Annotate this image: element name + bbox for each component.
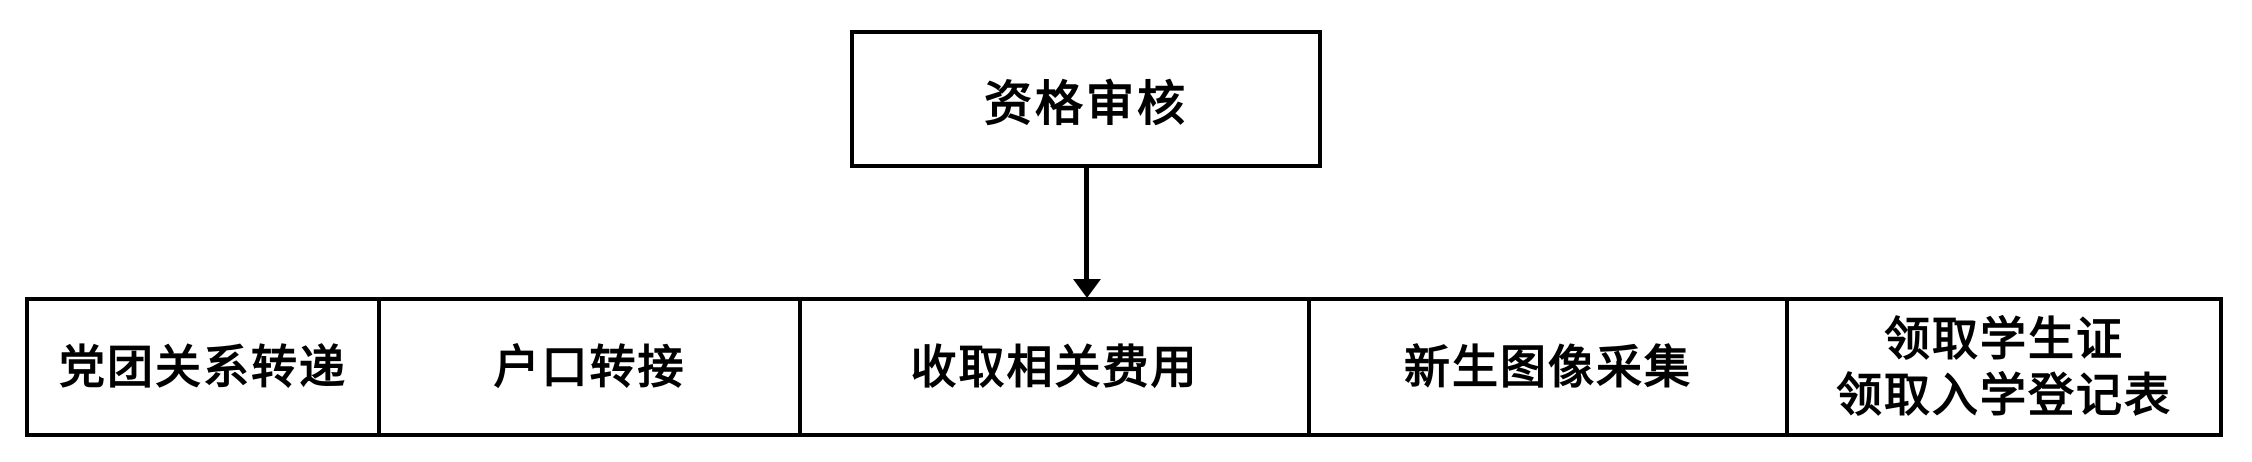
step-cell-collect-fees: 收取相关费用 (798, 301, 1307, 433)
step-cell-student-image-collection: 新生图像采集 (1307, 301, 1785, 433)
step-cell-household-registration-transfer: 户口转接 (377, 301, 798, 433)
step-label-line-2: 领取入学登记表 (1836, 369, 2172, 421)
step-label-line-1: 领取学生证 (1884, 312, 2124, 365)
flowchart-title-box: 资格审核 (850, 30, 1322, 168)
step-label: 户口转接 (493, 340, 686, 393)
step-cell-party-league-transfer: 党团关系转递 (29, 301, 377, 433)
step-label: 新生图像采集 (1404, 340, 1692, 393)
title-box-label: 资格审核 (983, 78, 1188, 131)
process-steps-row: 党团关系转递 户口转接 收取相关费用 新生图像采集 领取学生证 领取入学登记表 (25, 297, 2223, 437)
arrow-down-icon (1073, 279, 1101, 298)
step-cell-receive-id-and-registration-form: 领取学生证 领取入学登记表 (1785, 301, 2219, 433)
step-label: 收取相关费用 (910, 340, 1199, 393)
step-label: 党团关系转递 (59, 340, 347, 393)
flow-connector-line (1084, 168, 1089, 282)
